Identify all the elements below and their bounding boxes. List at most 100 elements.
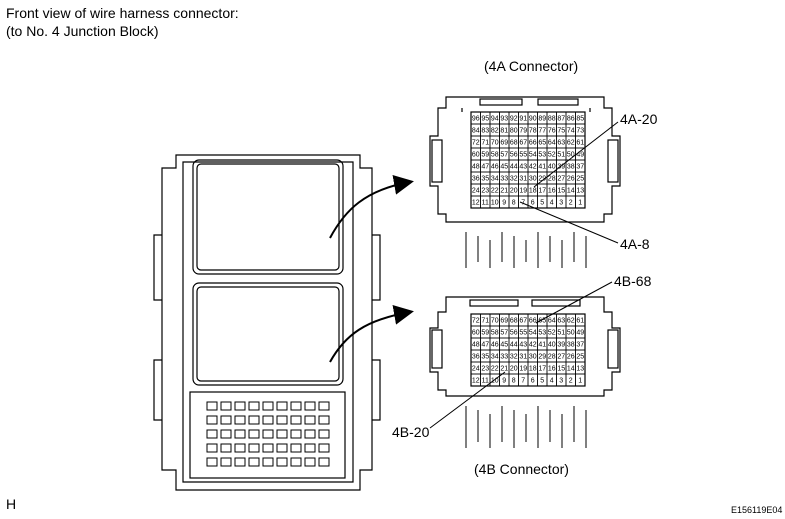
connector-4b-pin-label: 12 [472,378,480,385]
connector-4b-pin-label: 28 [548,354,556,361]
junction-block-cavity [262,415,274,425]
junction-block-cavity [290,429,302,439]
junction-block-cavity [290,415,302,425]
connector-4a-pin-label: 91 [519,116,527,123]
connector-4a-pin-label: 46 [491,164,499,171]
connector-4a-pin-label: 76 [548,128,556,135]
connector-4b-pin-label: 51 [557,330,565,337]
connector-4b-pin-label: 67 [519,318,527,325]
connector-4a-pin-label: 77 [538,128,546,135]
junction-block-cavity [318,415,330,425]
connector-4b-pin-label: 30 [529,354,537,361]
connector-4b-pin-label: 53 [538,330,546,337]
connector-4a-pin-label: 60 [472,152,480,159]
connector-4b-pin-label: 62 [567,318,575,325]
connector-4a-pin-label: 83 [481,128,489,135]
junction-block-cavity [220,443,232,453]
leader-4b-20 [429,371,506,429]
connector-4a-pin-label: 52 [548,152,556,159]
connector-4a-pin-label: 29 [538,176,546,183]
junction-block-cavity [290,401,302,411]
connector-4b-pin-label: 32 [510,354,518,361]
junction-block-cavity [206,429,218,439]
diagram-title: Front view of wire harness connector: (t… [6,4,239,40]
connector-4a-pin-label: 81 [500,128,508,135]
connector-4a-pin-label: 1 [578,200,582,207]
connector-4b-pin-label: 26 [567,354,575,361]
connector-4a-pin-label: 65 [538,140,546,147]
junction-block-cavity [262,443,274,453]
figure-id: E156119E04 [731,505,783,515]
connector-4b-pin-label: 11 [482,378,489,385]
junction-block-cavity [206,401,218,411]
junction-block-cavity [248,401,260,411]
connector-4a-pin-label: 94 [491,116,499,123]
connector-4b-pin-label: 68 [510,318,518,325]
connector-4a-pin-label: 16 [548,188,556,195]
connector-4a-pin-label: 64 [548,140,556,147]
connector-4a-pin-label: 56 [510,152,518,159]
junction-block-cavity [234,415,246,425]
connector-4a-pin-label: 92 [510,116,518,123]
junction-block-cavity [248,415,260,425]
connector-4a-pin-label: 58 [491,152,499,159]
connector-4b-pin-label: 22 [491,366,499,373]
connector-4b-pin-label: 34 [491,354,499,361]
connector-4b-pin-label: 25 [576,354,584,361]
connector-4b-pin-label: 17 [538,366,546,373]
connector-4b-pin-label: 2 [569,378,573,385]
connector-4b-pin-label: 9 [502,378,506,385]
junction-block-cavity [276,443,288,453]
arrow-to-4b [329,304,414,363]
connector-4b-pin-label: 3 [559,378,563,385]
junction-block-cavity [276,429,288,439]
junction-block-cavity [206,443,218,453]
junction-block [153,154,381,491]
connector-4a-pin-label: 31 [519,176,527,183]
connector-4b-pin-label: 23 [481,366,489,373]
lower-socket [192,282,344,386]
junction-block-cavity [276,415,288,425]
connector-4b-pin-label: 49 [576,330,584,337]
junction-block-cavity [248,457,260,467]
connector-4b-pin-label: 60 [472,330,480,337]
callout-4a-8: 4A-8 [620,236,650,252]
connector-4b-pin-label: 6 [531,378,535,385]
connector-4b-pin-label: 63 [557,318,565,325]
connector-4b-pin-label: 44 [510,342,518,349]
connector-4a-pin-label: 5 [540,200,544,207]
junction-block-cavity [290,457,302,467]
connector-4a-pin-label: 86 [567,116,575,123]
connector-4a-pin-label: 69 [500,140,508,147]
corner-mark: H [6,496,17,512]
junction-block-cavity [318,457,330,467]
connector-4a-pin-label: 22 [491,188,499,195]
connector-4b-pin-label: 29 [538,354,546,361]
connector-4b-pin-label: 21 [500,366,508,373]
junction-block-cavity [290,443,302,453]
junction-block-cavity [304,415,316,425]
connector-4a-pin-label: 54 [529,152,537,159]
connector-4a-pin-label: 48 [472,164,480,171]
connector-4a-pin-label: 30 [529,176,537,183]
connector-4a-pin-label: 6 [531,200,535,207]
connector-4b-pin-label: 24 [472,366,480,373]
connector-4a-pin-label: 11 [482,200,489,207]
connector-4a-pin-label: 45 [500,164,508,171]
junction-block-cavity [234,429,246,439]
connector-4a-pin-label: 13 [576,188,584,195]
connector-4b-pin-label: 59 [481,330,489,337]
connector-4b-pin-label: 42 [529,342,537,349]
connector-4b-pin-label: 27 [557,354,565,361]
junction-block-cavity [304,401,316,411]
connector-4a-pin-label: 20 [510,188,518,195]
junction-block-cavity [220,429,232,439]
callout-4b-68: 4B-68 [614,273,652,289]
connector-4a-pin-cell [575,195,586,209]
connector-4b-housing [429,296,621,397]
connector-4a-pin-label: 44 [510,164,518,171]
connector-4a-pin-label: 15 [557,188,565,195]
junction-block-cavity [234,457,246,467]
connector-4a-pin-label: 35 [481,176,489,183]
junction-block-cavity [248,443,260,453]
